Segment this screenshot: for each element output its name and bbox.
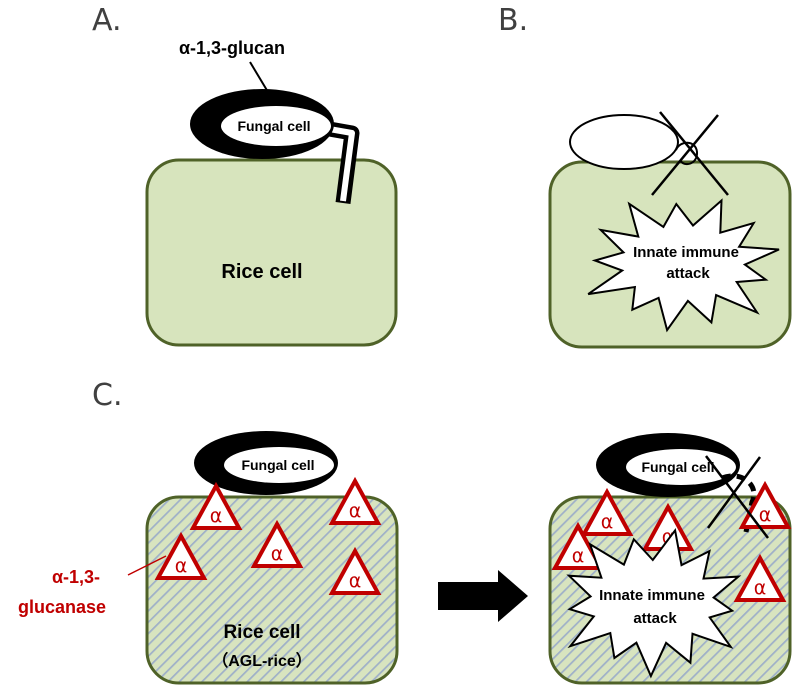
enzyme-triangle-shape: [250, 519, 304, 568]
degraded-appressorium: [721, 473, 757, 533]
fungal-cell-body: [224, 447, 334, 483]
enzyme-symbol: α: [759, 504, 772, 526]
panel-c: C. Fungal cell α α α α: [18, 378, 792, 685]
enzyme-symbol: α: [349, 500, 362, 522]
fungal-cell-label: Fungal cell: [241, 457, 314, 473]
cross-line: [659, 111, 729, 196]
immune-burst: [566, 527, 742, 679]
rice-cell-label: Rice cell: [223, 622, 300, 643]
panel-a: A. Rice cell α-1,3-glucan Fungal cell: [92, 3, 398, 347]
agl-rice-scene: Fungal cell α α α α α α-1,3- gl: [18, 431, 399, 685]
glucan-pointer-line: [249, 61, 269, 93]
enzyme-triangle-shape: [189, 481, 243, 530]
glucan-label: α-1,3-glucan: [179, 38, 285, 58]
enzyme-label-line1: α-1,3-: [52, 567, 100, 587]
fungal-cell-outline: [569, 114, 679, 170]
right-arrow-icon: [438, 570, 528, 622]
enzyme-symbol: α: [572, 545, 585, 567]
enzyme-symbol: α: [754, 577, 767, 599]
enzyme-triangle-shape: [551, 521, 605, 570]
fungal-cell-label: Fungal cell: [237, 118, 310, 134]
enzyme-symbol: α: [271, 543, 284, 565]
enzyme-triangle: α: [551, 521, 605, 570]
fungal-cell-body: [221, 106, 331, 146]
enzyme-symbol: α: [175, 555, 188, 577]
agl-rice-outcome-scene: Fungal cell α α α α α: [548, 433, 792, 685]
rice-cell-label: Rice cell: [221, 261, 302, 283]
immune-attack-label-line2: attack: [633, 610, 677, 627]
rice-cell: [145, 158, 398, 347]
immune-burst: [587, 198, 780, 333]
cross-line: [705, 455, 769, 539]
immune-attack-label-line1: Innate immune: [599, 587, 705, 604]
enzyme-label-line2: glucanase: [18, 597, 106, 617]
enzyme-triangle: α: [580, 487, 634, 536]
appressorium-loop: [675, 141, 699, 166]
enzyme-symbol: α: [210, 505, 223, 527]
panel-c-label: C.: [92, 378, 122, 413]
enzyme-pointer-line: [127, 555, 167, 576]
cross-line: [651, 114, 719, 196]
enzyme-triangle: α: [189, 481, 243, 530]
panel-a-label: A.: [92, 3, 122, 38]
panel-b: B. Innate immune attack: [498, 3, 792, 349]
immune-attack-label-line1: Innate immune: [633, 244, 739, 261]
enzyme-triangle: α: [733, 553, 787, 602]
enzyme-triangle: α: [738, 480, 792, 529]
agl-rice-cell: [145, 495, 399, 685]
fungal-cell-label: Fungal cell: [641, 459, 714, 475]
enzyme-triangle-shape: [328, 546, 382, 595]
enzyme-triangle-shape: [733, 553, 787, 602]
enzyme-triangle: α: [328, 476, 382, 525]
enzyme-triangle-shape: [580, 487, 634, 536]
immune-attack-label-line2: attack: [666, 265, 710, 282]
enzyme-triangle-shape: [328, 476, 382, 525]
rice-variety-label: （AGL-rice）: [212, 652, 312, 670]
enzyme-symbol: α: [601, 511, 614, 533]
enzyme-triangle-shape: [154, 531, 208, 580]
enzyme-triangle: α: [250, 519, 304, 568]
enzyme-triangle: α: [328, 546, 382, 595]
enzyme-triangle-shape: [738, 480, 792, 529]
enzyme-symbol: α: [349, 570, 362, 592]
panel-b-label: B.: [498, 3, 528, 38]
cross-line: [706, 456, 762, 529]
enzyme-triangle: α: [154, 531, 208, 580]
